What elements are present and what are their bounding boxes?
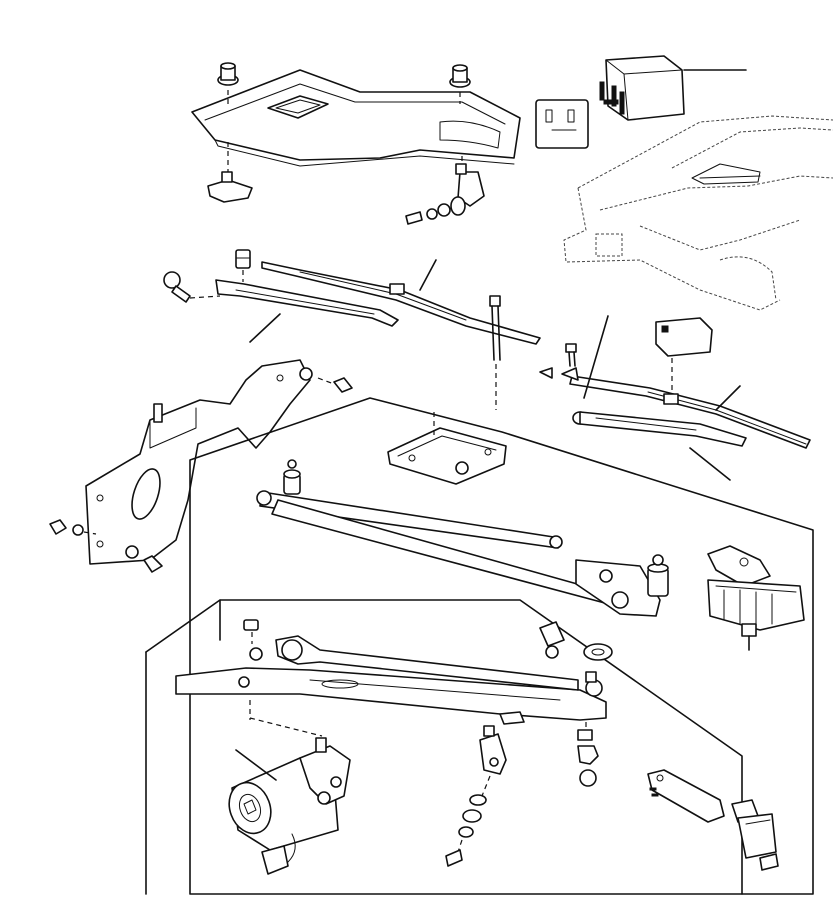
wiper-motor: [228, 737, 351, 875]
harness-connector: [647, 769, 779, 871]
assembly-frame-outline: [189, 397, 814, 895]
fasteners-left: [49, 519, 163, 573]
long-bolt: [489, 295, 501, 410]
linkage-rods: [256, 459, 621, 607]
wiper-spindle: [707, 545, 805, 651]
vehicle-outline: [563, 115, 833, 311]
relay: [599, 55, 747, 121]
motor-cover: [191, 62, 521, 225]
spindle-fasteners: [539, 621, 613, 787]
small-screw-right: [565, 343, 577, 367]
linkage-assembly: [575, 554, 669, 617]
wiper-blade-left: [261, 259, 541, 345]
mounting-plate: [387, 412, 507, 485]
motor-frame-outline: [145, 599, 743, 895]
relay-socket: [535, 99, 589, 149]
wiper-arm-left: [163, 249, 399, 343]
cable-clip: [445, 725, 507, 867]
wiper-arm-right: [539, 315, 747, 481]
lower-linkage: [175, 619, 607, 737]
spindle-cap: [655, 317, 713, 392]
wiper-blade-right: [569, 375, 811, 449]
mounting-bracket: [85, 359, 353, 565]
